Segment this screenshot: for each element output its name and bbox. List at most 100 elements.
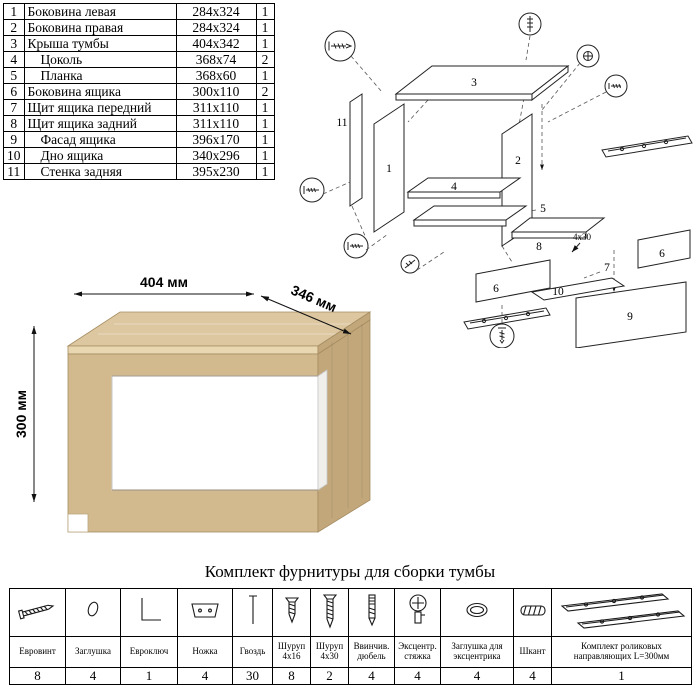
hex-key-icon [141, 598, 161, 621]
part-size: 284х324 [175, 3, 257, 20]
part-number: 7 [3, 99, 25, 116]
part-label-1: 1 [386, 163, 392, 175]
part-number: 1 [3, 3, 25, 20]
part-label-2: 2 [515, 155, 521, 167]
hardware-icon-cell [310, 588, 349, 637]
drawer-side-panel-right [637, 229, 691, 269]
hardware-item-label: Гвоздь [232, 636, 273, 668]
part-number: 4 [3, 51, 25, 68]
part-size: 311х110 [175, 115, 257, 132]
hardware-icon-cell [440, 588, 514, 637]
exploded-diagram: 4х30 3 11 1 2 4 5 8 6 7 10 6 9 [296, 0, 700, 350]
part-number: 11 [3, 163, 25, 180]
hardware-item-qty: 4 [348, 667, 395, 685]
hardware-item-label: Ввинчив. дюбель [348, 636, 395, 668]
euro-screw-icon [17, 604, 54, 620]
left-side-panel [373, 103, 405, 233]
part-name: Цоколь [23, 51, 177, 68]
cam-lock-icon [408, 594, 427, 624]
part-name: Боковина левая [23, 3, 177, 20]
part-number: 10 [3, 147, 25, 164]
drawer-side-panel-left [475, 259, 551, 303]
part-number: 2 [3, 19, 25, 36]
hardware-title: Комплект фурнитуры для сборки тумбы [204, 562, 496, 581]
top-panel [394, 64, 570, 102]
drawer-bottom-panel [530, 277, 626, 301]
part-label-4: 4 [451, 181, 457, 193]
hardware-icons-row [9, 588, 692, 637]
table-row: 11 Стенка задняя 395х230 1 [3, 163, 275, 180]
screw-callout [604, 74, 628, 98]
part-size: 284х324 [175, 19, 257, 36]
table-row: 8 Щит ящика задний 311х110 1 [3, 115, 275, 132]
part-label-7: 7 [604, 262, 610, 274]
diagram-annotation: 4х30 [573, 232, 592, 242]
part-label-6b: 6 [659, 248, 665, 260]
hardware-qty-row: 8 4 1 4 30 8 2 4 4 4 4 1 [9, 667, 692, 685]
hardware-icon-cell [232, 588, 273, 637]
part-qty: 1 [255, 147, 275, 164]
drawer-back-panel [510, 217, 606, 239]
hardware-item-label: Заглушка [65, 636, 121, 668]
part-label-9: 9 [627, 311, 633, 323]
drawer-front [111, 369, 328, 491]
hardware-item-label: Комплект роликовых направляющих L=300мм [551, 636, 692, 668]
table-row: 3 Крыша тумбы 404х342 1 [3, 35, 275, 52]
part-qty: 1 [255, 163, 275, 180]
part-label-3: 3 [471, 77, 477, 89]
hardware-table: Евровинт Заглушка Евроключ Ножка Гвоздь … [9, 588, 692, 685]
part-name: Щит ящика задний [23, 115, 177, 132]
part-qty: 2 [255, 51, 275, 68]
parts-table: 1 Боковина левая 284х324 1 2 Боковина пр… [3, 3, 275, 180]
hardware-item-qty: 8 [272, 667, 311, 685]
hardware-icon-cell [9, 588, 66, 637]
part-name: Щит ящика передний [23, 99, 177, 116]
part-qty: 1 [255, 19, 275, 36]
hardware-item-qty: 4 [440, 667, 514, 685]
hardware-item-label: Евроключ [120, 636, 178, 668]
part-qty: 1 [255, 67, 275, 84]
hardware-item-label: Заглушка для эксцентрика [440, 636, 514, 668]
part-label-11: 11 [336, 117, 347, 129]
part-number: 3 [3, 35, 25, 52]
part-name: Планка [23, 67, 177, 84]
hardware-labels-row: Евровинт Заглушка Евроключ Ножка Гвоздь … [9, 636, 692, 668]
hardware-icon-cell [513, 588, 552, 637]
plinth-notch [67, 513, 89, 533]
height-dimension: 300 мм [13, 326, 37, 502]
part-size: 404х342 [175, 35, 257, 52]
hardware-icon-cell [272, 588, 311, 637]
width-label: 404 мм [140, 274, 188, 290]
table-row: 10 Дно ящика 340х296 1 [3, 147, 275, 164]
table-row: 7 Щит ящика передний 311х110 1 [3, 99, 275, 116]
part-size: 396х170 [175, 131, 257, 148]
part-qty: 1 [255, 35, 275, 52]
part-name: Крыша тумбы [23, 35, 177, 52]
wood-dowel-icon [519, 605, 546, 616]
hardware-item-label: Эксцентр. стяжка [394, 636, 441, 668]
dowel-callout [518, 12, 542, 36]
part-label-6a: 6 [493, 283, 499, 295]
part-label-8: 8 [536, 241, 542, 253]
hardware-icon-cell [348, 588, 395, 637]
nail-icon [248, 595, 257, 624]
hardware-item-label: Евровинт [9, 636, 66, 668]
part-qty: 1 [255, 131, 275, 148]
part-label-5: 5 [540, 203, 546, 215]
euro-screw-callout [324, 30, 356, 62]
nightstand-drawing: 404 мм 346 мм 300 мм [13, 272, 398, 564]
table-row: 6 Боковина ящика 300х110 2 [3, 83, 275, 100]
part-number: 8 [3, 115, 25, 132]
part-size: 368х74 [175, 51, 257, 68]
back-panel [349, 93, 363, 207]
drawer-slide-rail [463, 307, 551, 330]
part-name: Дно ящика [23, 147, 177, 164]
hardware-item-qty: 4 [513, 667, 552, 685]
hardware-item-label: Шуруп 4х30 [310, 636, 349, 668]
part-number: 6 [3, 83, 25, 100]
hardware-item-label: Шуруп 4х16 [272, 636, 311, 668]
table-row: 5 Планка 368х60 1 [3, 67, 275, 84]
part-name: Фасад ящика [23, 131, 177, 148]
hardware-icon-cell [551, 588, 692, 637]
